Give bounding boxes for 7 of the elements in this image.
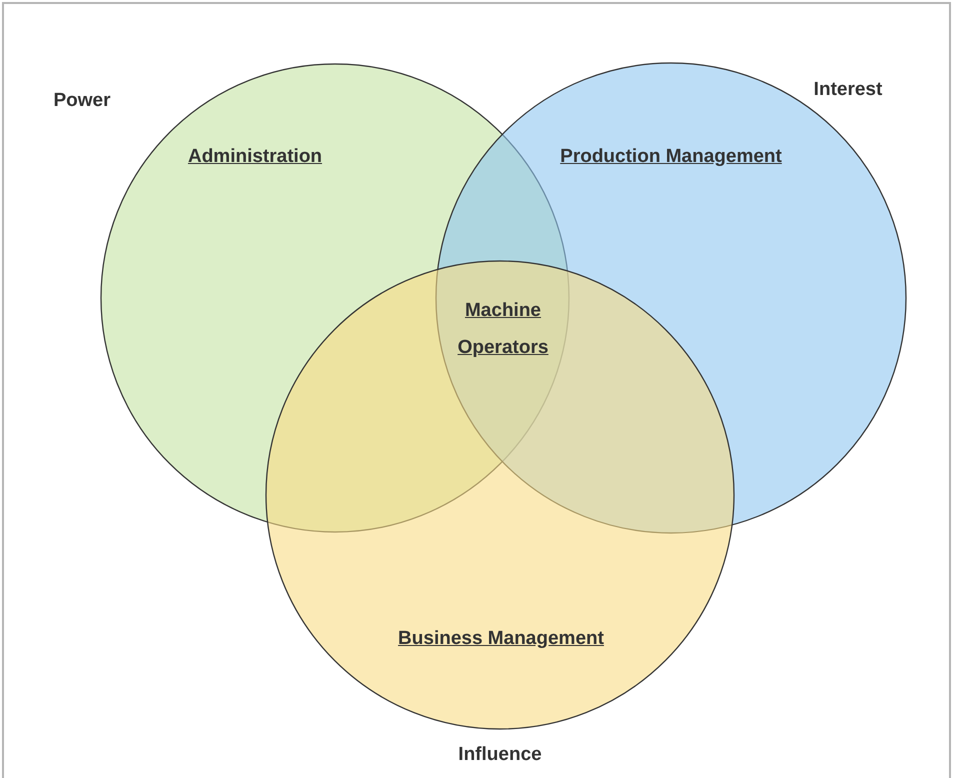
overlap-label: Machine Operators bbox=[456, 299, 550, 360]
circle-label: Business Management bbox=[398, 628, 604, 650]
axis-label: Interest bbox=[814, 79, 882, 101]
axis-label: Influence bbox=[458, 744, 542, 766]
axis-label: Power bbox=[53, 90, 111, 112]
circle-label: Administration bbox=[188, 146, 322, 168]
circle-label: Production Management bbox=[560, 146, 782, 168]
